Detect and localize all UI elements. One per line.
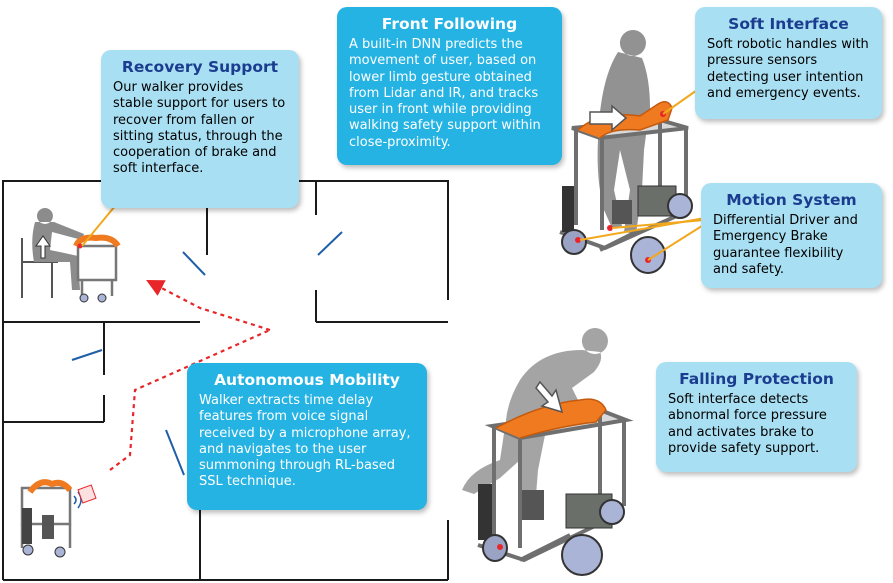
callout-motion-2 bbox=[647, 223, 706, 261]
seated-user-walker bbox=[21, 208, 121, 303]
recovery-support-text: Our walker provides stable support for u… bbox=[113, 80, 286, 177]
push-arrow-icon bbox=[589, 104, 628, 132]
soft-interface-text: Soft robotic handles with pressure senso… bbox=[707, 37, 869, 101]
front-following-box: Front Following A built-in DNN predicts … bbox=[337, 7, 562, 165]
door-2 bbox=[317, 231, 343, 256]
door-3 bbox=[71, 349, 103, 361]
callout-soft-interface bbox=[662, 87, 701, 115]
falling-handle-orange bbox=[495, 398, 607, 439]
front-following-title: Front Following bbox=[381, 15, 518, 33]
falling-protection-text: Soft interface detects abnormal force pr… bbox=[668, 392, 827, 456]
autonomous-mobility-text: Walker extracts time delay features from… bbox=[199, 393, 411, 490]
callout-lines bbox=[81, 87, 706, 261]
soft-interface-title: Soft Interface bbox=[728, 15, 849, 33]
microphone-array-icon bbox=[77, 484, 97, 504]
floor-plan-outer-wall bbox=[2, 180, 110, 580]
navigation-path-upper bbox=[146, 279, 271, 332]
navigation-path-lower bbox=[109, 328, 271, 471]
door-1 bbox=[182, 251, 206, 276]
autonomous-mobility-title: Autonomous Mobility bbox=[214, 371, 400, 389]
down-arrow-icon bbox=[535, 380, 564, 414]
front-following-text: A built-in DNN predicts the movement of … bbox=[349, 37, 541, 150]
floor-plan-doors bbox=[71, 231, 343, 476]
seated-person-silhouette bbox=[32, 208, 84, 290]
motion-system-title: Motion System bbox=[726, 191, 857, 209]
handle-orange bbox=[73, 234, 121, 248]
falling-protection-title: Falling Protection bbox=[679, 370, 834, 388]
door-4 bbox=[165, 429, 185, 476]
walker-front-following bbox=[559, 30, 693, 274]
autonomous-walker bbox=[20, 479, 97, 558]
motion-system-text: Differential Driver and Emergency Brake … bbox=[713, 213, 858, 277]
rise-arrow-icon bbox=[35, 235, 51, 259]
motion-system-box: Motion System Differential Driver and Em… bbox=[701, 183, 882, 288]
falling-protection-box: Falling Protection Soft interface detect… bbox=[656, 362, 857, 472]
navigation-path bbox=[109, 279, 271, 471]
soft-interface-box: Soft Interface Soft robotic handles with… bbox=[695, 7, 882, 119]
walker-falling-protection bbox=[462, 328, 634, 576]
recovery-support-title: Recovery Support bbox=[121, 58, 279, 76]
autonomous-mobility-box: Autonomous Mobility Walker extracts time… bbox=[187, 363, 427, 510]
recovery-support-box: Recovery Support Our walker provides sta… bbox=[101, 50, 299, 208]
callout-motion-3 bbox=[579, 217, 706, 241]
handle-orange-2 bbox=[27, 479, 73, 494]
